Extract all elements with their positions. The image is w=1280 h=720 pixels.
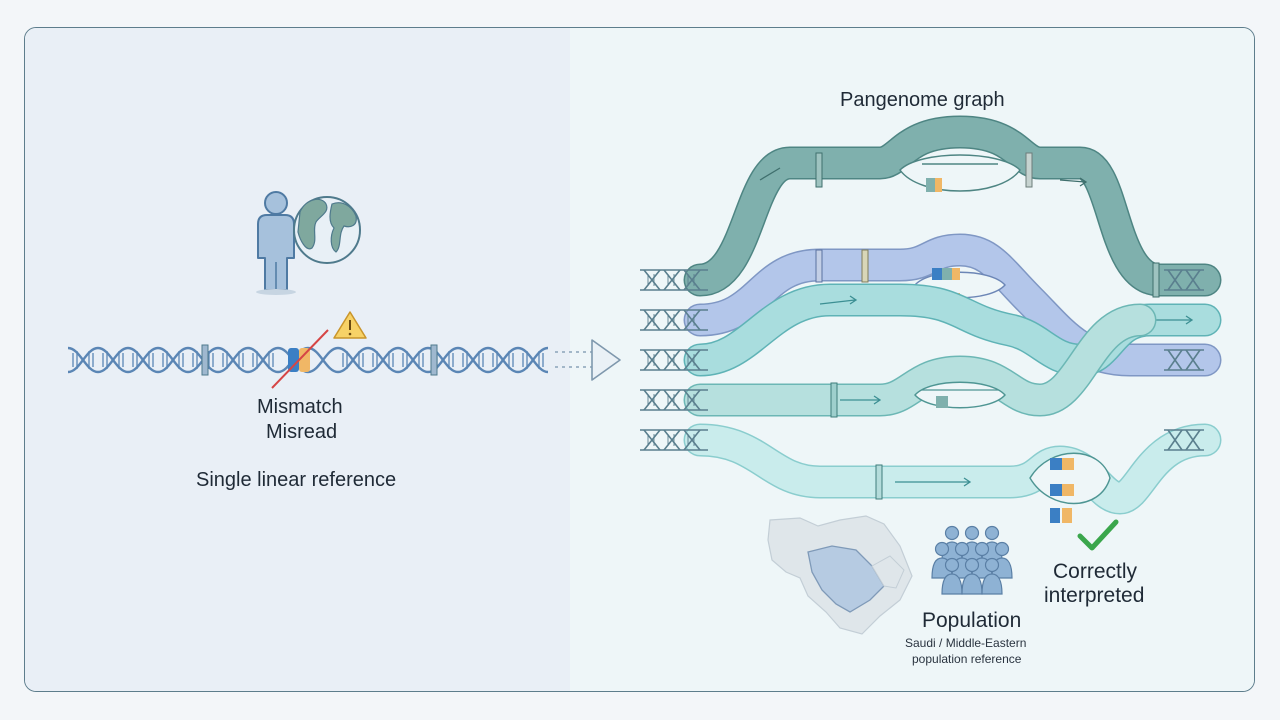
pangenome-track-bottom xyxy=(683,423,1222,523)
arrow-right-icon xyxy=(555,339,621,381)
interpreted-label: interpreted xyxy=(1044,584,1145,607)
population-subtitle-line2: population reference xyxy=(912,652,1022,666)
pangenome-title: Pangenome graph xyxy=(840,89,1005,111)
person-icon xyxy=(256,191,296,295)
pangenome-track-teal xyxy=(683,115,1222,298)
globe-icon xyxy=(293,196,361,264)
warning-icon xyxy=(333,311,367,339)
linear-reference-label: Single linear reference xyxy=(196,469,397,491)
pangenome-track-lower xyxy=(683,303,1157,418)
map-icon xyxy=(767,515,913,635)
population-label: Population xyxy=(922,609,1022,632)
checkmark-icon xyxy=(1077,519,1119,551)
population-icon xyxy=(931,525,1013,595)
misread-label: Misread xyxy=(266,421,338,443)
mismatch-variant xyxy=(271,329,329,389)
correctly-label: Correctly xyxy=(1053,560,1138,583)
population-subtitle-line1: Saudi / Middle-Eastern xyxy=(905,636,1027,650)
mismatch-label: Mismatch xyxy=(257,396,343,418)
